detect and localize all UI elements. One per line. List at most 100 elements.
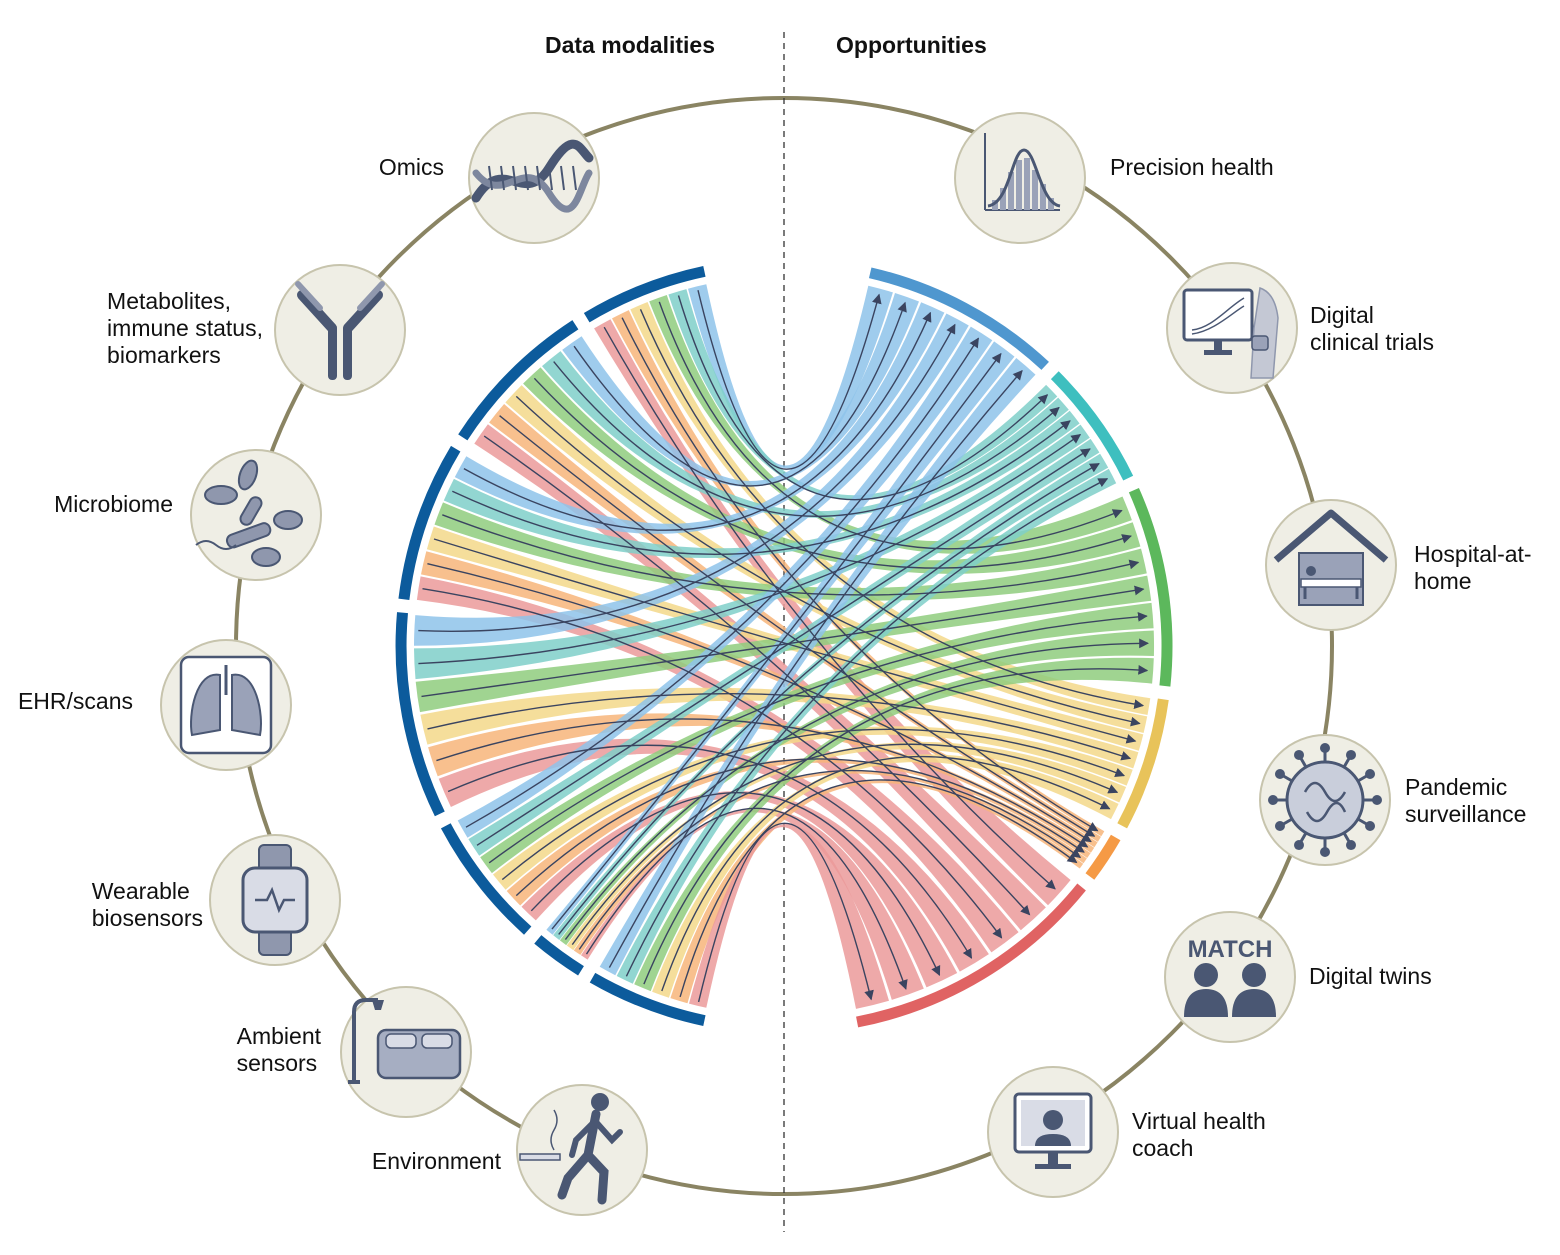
- arrow-environment-coach: [697, 822, 874, 1003]
- arrow-ambient-hospital: [564, 638, 1149, 941]
- arrow-wearable-trials: [476, 448, 1091, 846]
- modality-arc-environment: [589, 972, 706, 1026]
- arrow-ehr-coach: [447, 744, 973, 959]
- monitor-patient-icon: [1166, 262, 1298, 394]
- arrow-wearable-twins: [515, 758, 1085, 897]
- ribbon-wearable-hospital: [480, 602, 1154, 874]
- arrow-wearable-precision: [465, 337, 979, 828]
- arrow-ambient-precision: [551, 352, 1002, 930]
- opportunity-arc-coach: [856, 883, 1086, 1028]
- arrow-metabolites-precision: [573, 301, 907, 487]
- arrow-microbiome-hospital: [442, 514, 1140, 596]
- opportunity-arc-pandemic: [1117, 698, 1169, 829]
- arrows: [418, 290, 1149, 1003]
- label-hospital-at-home: Hospital-at-home: [1414, 541, 1532, 594]
- arrow-omics-pandemic: [639, 309, 1145, 709]
- runner-smoke-icon: [516, 1084, 648, 1216]
- house-bed-icon: [1265, 499, 1397, 631]
- header-opportunities: Opportunities: [836, 32, 987, 58]
- arrow-wearable-pandemic: [501, 728, 1126, 881]
- arrow-wearable-coach: [530, 792, 941, 976]
- modality-arc-wearable: [440, 823, 532, 935]
- arrow-metabolites-trials: [553, 361, 1060, 517]
- ribbon-metabolites-hospital: [523, 367, 1141, 574]
- virus-icon: [1259, 734, 1391, 866]
- dna-helix-icon: [468, 112, 600, 244]
- arrow-environment-hospital: [643, 665, 1149, 985]
- label-ehr: EHR/scans: [17, 688, 133, 714]
- ribbon-microbiome-precision: [454, 302, 945, 534]
- arrow-environment-trials: [625, 478, 1109, 977]
- antibody-icon: [274, 264, 406, 396]
- ribbon-ehr-coach: [438, 738, 989, 972]
- opportunity-arc-precision: [868, 267, 1049, 370]
- ribbon-ehr-precision: [414, 313, 969, 646]
- arrow-microbiome-trials: [452, 420, 1071, 555]
- arrow-ambient-pandemic: [571, 743, 1119, 946]
- arrow-ambient-twins: [578, 769, 1082, 950]
- match-text: MATCH: [1188, 936, 1273, 963]
- arrow-ehr-trials: [418, 434, 1082, 665]
- ribbon-environment-precision: [599, 358, 1036, 976]
- modality-arc-omics: [583, 266, 706, 323]
- arrow-environment-twins: [679, 779, 1078, 998]
- bed-lamp-icon: [340, 986, 472, 1118]
- opportunity-arc-twins: [1085, 834, 1121, 880]
- ribbon-environment-coach: [689, 824, 889, 1009]
- label-microbiome: Microbiome: [54, 491, 173, 517]
- smartwatch-icon: [209, 834, 341, 966]
- arrow-microbiome-pandemic: [433, 538, 1137, 744]
- segment-arcs: [395, 266, 1173, 1028]
- arrow-omics-precision: [697, 290, 882, 470]
- ribbon-metabolites-twins: [489, 404, 1102, 842]
- arrow-metabolites-pandemic: [515, 395, 1141, 727]
- ribbon-wearable-twins: [506, 758, 1091, 906]
- arrow-metabolites-coach: [483, 435, 1031, 916]
- video-coach-icon: [987, 1066, 1119, 1198]
- opportunity-arc-hospital: [1128, 487, 1173, 687]
- arrow-ambient-trials: [558, 462, 1100, 935]
- arrow-omics-twins: [621, 317, 1099, 832]
- ribbon-metabolites-coach: [474, 424, 1046, 931]
- icon-nodes: MATCH: [160, 112, 1397, 1216]
- label-precision-health: Precision health: [1110, 154, 1274, 180]
- arrow-metabolites-twins: [499, 415, 1096, 837]
- ribbon-omics-coach: [594, 319, 1071, 906]
- arrow-omics-coach: [603, 326, 1056, 890]
- arrow-microbiome-twins: [427, 563, 1092, 843]
- ribbon-microbiome-hospital: [434, 502, 1147, 601]
- arrow-omics-trials: [677, 295, 1049, 501]
- label-digital-twins: Digital twins: [1309, 963, 1432, 989]
- modality-arc-ehr: [395, 612, 445, 817]
- label-metabolites: Metabolites,immune status,biomarkers: [107, 288, 263, 368]
- opportunity-arc-trials: [1050, 371, 1134, 481]
- modality-arc-ambient: [534, 935, 584, 976]
- arrow-wearable-hospital: [488, 611, 1148, 864]
- label-environment: Environment: [371, 1148, 501, 1174]
- arrow-ambient-coach: [585, 807, 908, 990]
- ribbon-microbiome-twins: [421, 551, 1098, 848]
- modality-arc-microbiome: [398, 445, 461, 600]
- arrow-environment-precision: [608, 369, 1023, 968]
- ribbon-ehr-pandemic: [420, 687, 1139, 769]
- bacteria-icon: [190, 449, 322, 581]
- lungs-scan-icon: [160, 639, 292, 771]
- distribution-chart-icon: [954, 112, 1086, 244]
- arrow-ehr-twins: [436, 718, 1089, 848]
- arrow-metabolites-hospital: [533, 377, 1132, 569]
- header-data-modalities: Data modalities: [545, 32, 715, 58]
- ribbon-omics-hospital: [649, 295, 1132, 554]
- ribbon-metabolites-trials: [542, 351, 1069, 518]
- ribbon-ambient-precision: [546, 341, 1015, 935]
- arrow-environment-pandemic: [661, 755, 1111, 992]
- arrow-microbiome-coach: [422, 588, 1003, 939]
- ribbon-ehr-trials: [414, 424, 1090, 680]
- arrow-ehr-precision: [418, 323, 956, 632]
